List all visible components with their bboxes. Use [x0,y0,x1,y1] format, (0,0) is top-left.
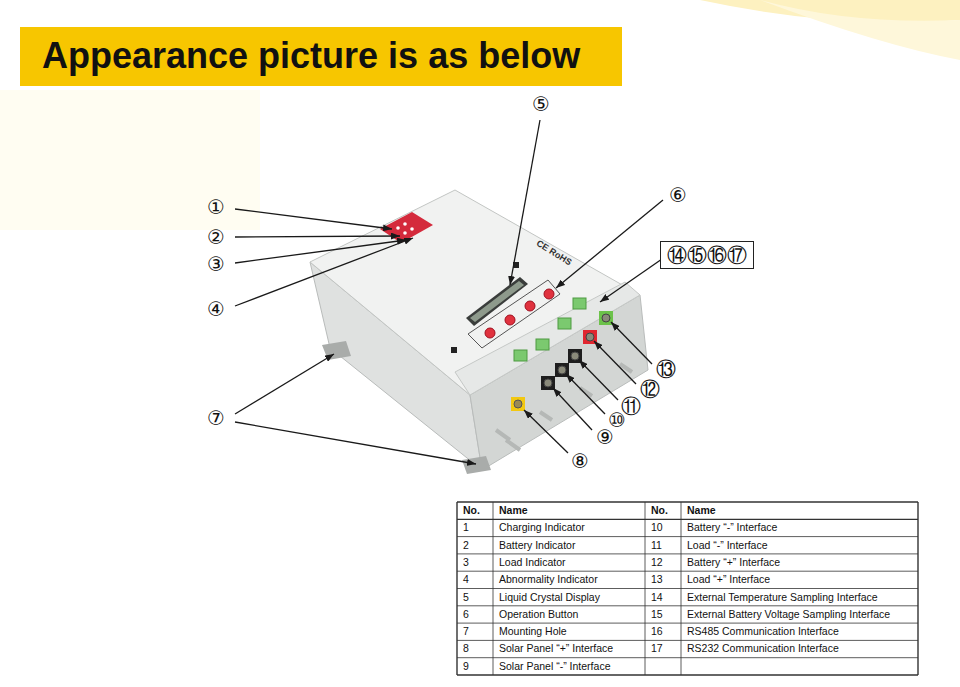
table-cell: Operation Button [499,606,578,623]
table-cell: 1 [463,519,469,536]
table-cell: Battery “-” Interface [687,519,777,536]
page-title: Appearance picture is as below [42,29,580,83]
table-cell: 13 [651,571,663,588]
callout-number: ② [207,226,225,248]
table-cell: Mounting Hole [499,623,567,640]
callout-number: ④ [207,298,225,320]
table-cell: 6 [463,606,469,623]
table-cell: External Battery Voltage Sampling Interf… [687,606,890,623]
background-swoosh [760,0,960,60]
table-cell: Load “-” Interface [687,537,768,554]
table-cell: 4 [463,571,469,588]
table-cell: No. [463,502,480,519]
table-cell: 16 [651,623,663,640]
table-cell: 15 [651,606,663,623]
callout-number: ⑬ [656,358,676,380]
table-cell: Liquid Crystal Display [499,589,600,606]
table-cell: RS485 Communication Interface [687,623,839,640]
table-cell: 9 [463,658,469,675]
callout-number: ⑦ [207,407,225,429]
table-cell: No. [651,502,668,519]
callout-number: ③ [207,253,225,275]
table-cell: External Temperature Sampling Interface [687,589,878,606]
background-glow [0,90,260,230]
table-cell: 2 [463,537,469,554]
callout-group-box: ⑭⑮⑯⑰ [660,241,754,269]
leader-lines [235,120,663,464]
table-cell: Name [687,502,716,519]
callout-number: ⑪ [621,395,641,417]
callout-number: ⑭⑮⑯⑰ [667,243,747,267]
table-cell: 11 [651,537,662,554]
table-cell: 10 [651,519,663,536]
table-grid [457,502,918,675]
table-cell: 7 [463,623,469,640]
table-cell: RS232 Communication Interface [687,640,839,657]
table-cell: Load Indicator [499,554,566,571]
table-cell: Battery “+” Interface [687,554,780,571]
table-cell: Solar Panel “+” Interface [499,640,613,657]
table-cell: 8 [463,640,469,657]
callout-number: ⑤ [532,93,550,115]
callout-number: ⑧ [571,450,589,472]
table-cell: Name [499,502,528,519]
table-cell: 12 [651,554,663,571]
callout-number: ① [207,196,225,218]
table-cell: Charging Indicator [499,519,585,536]
table-cell: 14 [651,589,663,606]
charge-controller [310,190,648,474]
table-cell: 5 [463,589,469,606]
table-cell: 17 [651,640,663,657]
table-cell: Abnormality Indicator [499,571,598,588]
table-cell: Load “+” Interface [687,571,770,588]
callout-number: ⑫ [640,378,660,400]
title-banner [20,27,622,86]
table-cell: Solar Panel “-” Interface [499,658,610,675]
callout-number: ⑥ [669,184,687,206]
table-cell: Battery Indicator [499,537,575,554]
table-cell: 3 [463,554,469,571]
